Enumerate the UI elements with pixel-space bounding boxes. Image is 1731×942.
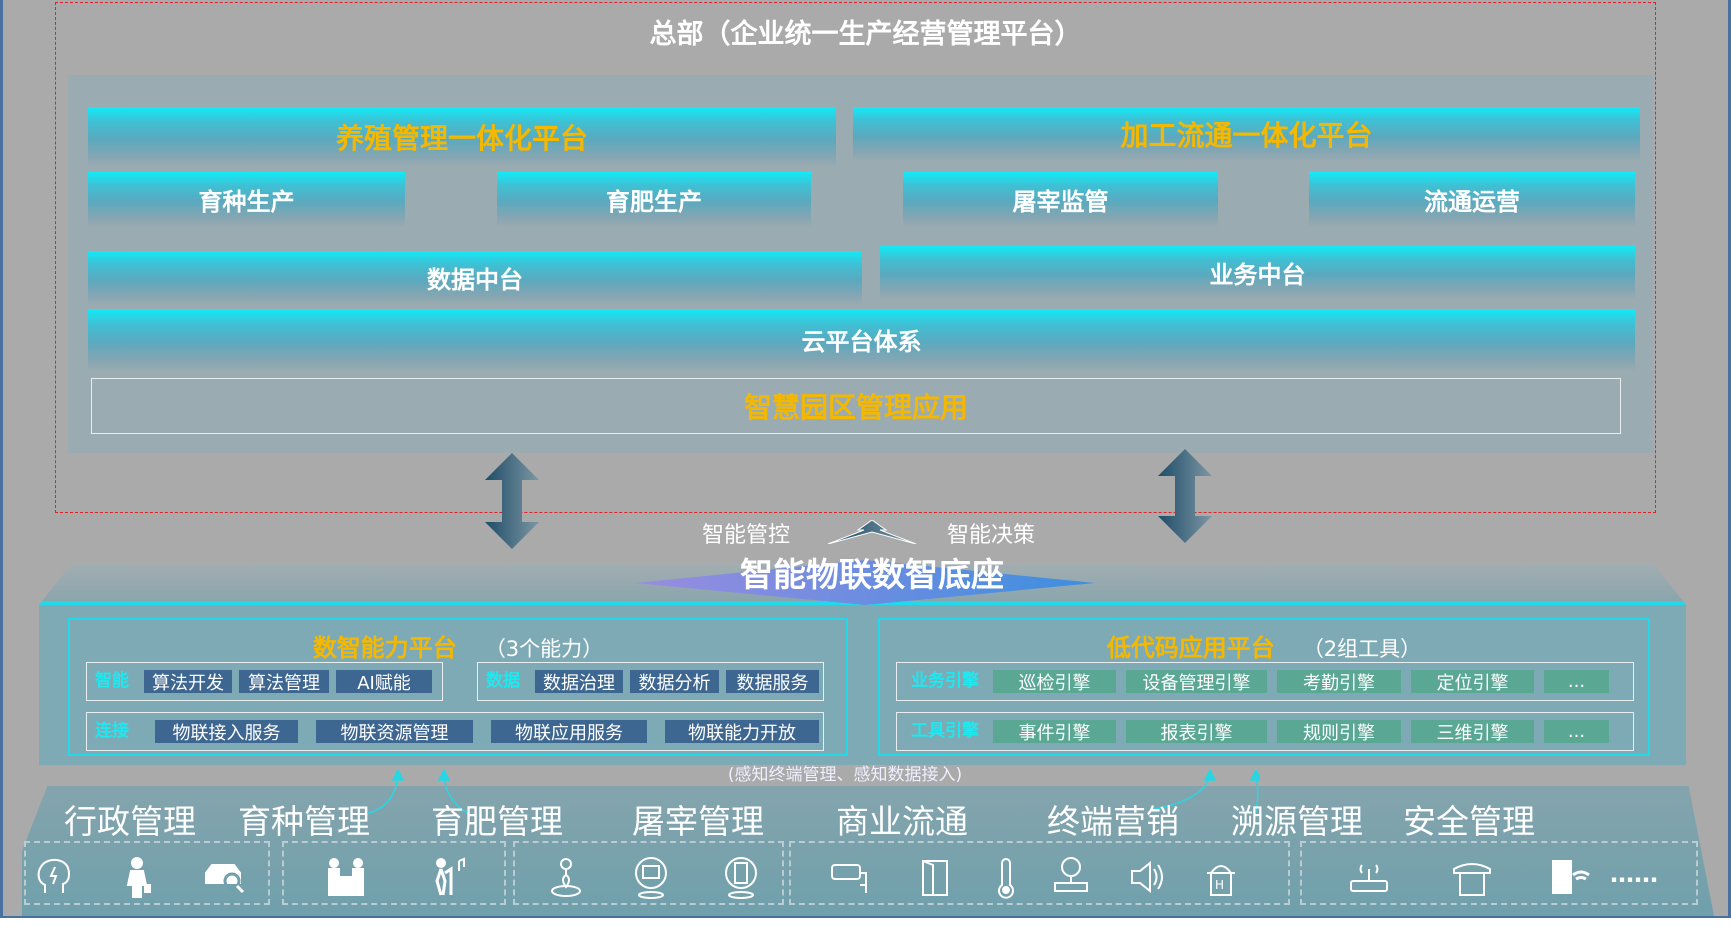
domain-security: 安全管理 — [1403, 802, 1535, 841]
meeting-icon — [324, 855, 368, 899]
chip: 定位引擎 — [1411, 670, 1534, 694]
brain-icon — [31, 855, 75, 899]
chip: 巡检引擎 — [993, 670, 1116, 694]
joystick-location-icon — [544, 855, 588, 899]
chip: 报表引擎 — [1126, 720, 1267, 744]
chip: AI赋能 — [336, 670, 432, 694]
chip: 物联接入服务 — [155, 720, 298, 744]
business-center: 业务中台 — [880, 246, 1635, 298]
base-diamond — [635, 560, 1095, 605]
chip: 数据治理 — [535, 670, 623, 694]
chip: ... — [1544, 720, 1609, 743]
sensing-note: (感知终端管理、感知数据接入) — [727, 765, 963, 785]
ability-group: 智能 算法开发 算法管理 AI赋能 — [86, 662, 443, 701]
car-search-icon — [202, 855, 246, 899]
lowcode-platform-note: （2组工具） — [1302, 637, 1422, 661]
domain-slaughter: 屠宰管理 — [632, 802, 764, 841]
device-group — [24, 841, 270, 905]
chip: 三维引擎 — [1411, 720, 1534, 744]
chip: 设备管理引擎 — [1126, 670, 1267, 694]
tablet-wifi-icon — [1547, 855, 1591, 899]
chip: 事件引擎 — [993, 720, 1116, 744]
circulation-operation: 流通运营 — [1309, 172, 1635, 226]
headquarters-title: 总部（企业统一生产经营管理平台） — [649, 19, 1082, 50]
group-label: 智能 — [95, 671, 129, 691]
svg-text:H: H — [1215, 878, 1224, 892]
bidirectional-arrow-icon — [485, 453, 539, 549]
engine-group: 工具引擎 事件引擎 报表引擎 规则引擎 三维引擎 ... — [896, 712, 1634, 751]
cloud-platform: 云平台体系 — [88, 309, 1635, 370]
headquarters-boundary — [55, 2, 1656, 513]
router-icon — [1347, 855, 1391, 899]
bidirectional-arrow-icon — [1158, 449, 1212, 543]
ability-platform-title: 数智能力平台 — [312, 634, 457, 662]
bus-pin-icon — [629, 855, 673, 899]
group-label: 连接 — [95, 721, 129, 741]
group-label: 业务引擎 — [911, 671, 979, 691]
slaughter-supervision: 屠宰监管 — [903, 172, 1218, 226]
breeding-platform: 养殖管理一体化平台 — [88, 107, 836, 166]
group-label: 数据 — [486, 671, 520, 691]
lowcode-platform-title: 低代码应用平台 — [1106, 634, 1275, 662]
ability-group: 连接 物联接入服务 物联资源管理 物联应用服务 物联能力开放 — [86, 712, 824, 751]
base-title: 智能物联数智底座 — [740, 555, 1004, 594]
cctv-camera-icon — [828, 855, 872, 899]
engine-group: 业务引擎 巡检引擎 设备管理引擎 考勤引擎 定位引擎 ... — [896, 662, 1634, 701]
more-devices: …… — [1610, 860, 1658, 888]
curved-arrows — [360, 770, 1260, 816]
device-layer — [22, 786, 1714, 916]
ability-group: 数据 数据治理 数据分析 数据服务 — [477, 662, 824, 701]
smart-park-app: 智慧园区管理应用 — [91, 378, 1621, 434]
data-center: 数据中台 — [88, 251, 862, 304]
lowcode-platform: 低代码应用平台 （2组工具） — [878, 618, 1650, 756]
telephone-icon — [1450, 855, 1494, 899]
hydrant-icon: H — [1199, 855, 1243, 899]
chip: ... — [1544, 670, 1609, 693]
domain-admin: 行政管理 — [64, 802, 196, 841]
fattening-production: 育肥生产 — [497, 172, 811, 226]
pressure-gauge-icon — [1049, 855, 1093, 899]
up-chevron-icon — [827, 520, 917, 544]
group-label: 工具引擎 — [911, 721, 979, 741]
chip: 考勤引擎 — [1277, 670, 1401, 694]
ability-platform-note: （3个能力） — [484, 637, 604, 661]
smart-control-label: 智能管控 — [702, 523, 791, 548]
breeding-production: 育种生产 — [88, 172, 405, 226]
chip: 数据服务 — [726, 670, 819, 694]
device-group — [789, 841, 1290, 905]
chip: 算法管理 — [239, 670, 329, 694]
domain-fattening: 育肥管理 — [431, 802, 563, 841]
processing-platform: 加工流通一体化平台 — [853, 107, 1640, 160]
smart-decision-label: 智能决策 — [947, 523, 1036, 548]
chip: 物联资源管理 — [316, 720, 473, 744]
domain-commerce: 商业流通 — [836, 802, 968, 841]
chip: 数据分析 — [630, 670, 719, 694]
chip: 规则引擎 — [1277, 720, 1401, 744]
chip: 物联能力开放 — [665, 720, 819, 744]
chip: 物联应用服务 — [491, 720, 647, 744]
device-group — [282, 841, 506, 905]
door-pin-icon — [719, 855, 763, 899]
ability-platform: 数智能力平台 （3个能力） — [68, 618, 848, 756]
domain-marketing: 终端营销 — [1047, 802, 1179, 841]
hiker-icon — [425, 855, 469, 899]
device-group — [1300, 841, 1698, 905]
chip: 算法开发 — [144, 670, 232, 694]
device-group — [513, 841, 784, 905]
businesswoman-icon — [115, 855, 159, 899]
door-icon — [913, 855, 957, 899]
thermometer-icon — [984, 855, 1028, 899]
domain-traceability: 溯源管理 — [1231, 802, 1363, 841]
domain-breeding: 育种管理 — [238, 802, 370, 841]
speaker-icon — [1126, 855, 1170, 899]
